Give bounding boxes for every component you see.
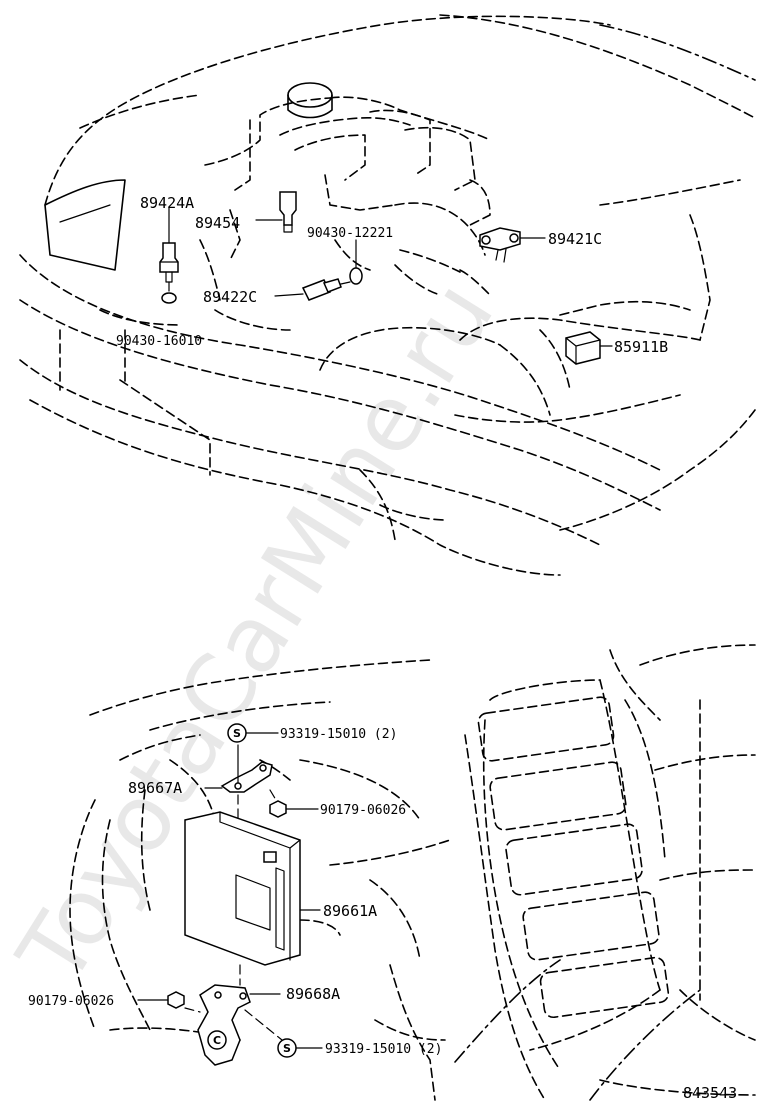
label-93319-15010-bottom: 93319-15010 (2) [325, 1042, 442, 1057]
label-90430-12221: 90430-12221 [307, 226, 393, 241]
c-symbol-letter: C [213, 1034, 221, 1047]
dashboard-vents-outline [454, 644, 756, 1101]
label-89454: 89454 [195, 214, 240, 232]
vent-slots [477, 696, 670, 1019]
s-symbol-top-icon [227, 723, 279, 743]
car-front-outline [19, 14, 756, 576]
label-89421C: 89421C [548, 230, 602, 248]
label-89667A: 89667A [128, 779, 182, 797]
label-90179-06026-left: 90179-06026 [28, 994, 114, 1009]
sensor-89421C-icon [479, 227, 546, 263]
label-90179-06026-right: 90179-06026 [320, 803, 406, 818]
label-93319-15010-top: 93319-15010 (2) [280, 727, 397, 742]
relay-85911B-icon [565, 331, 613, 365]
label-89668A: 89668A [286, 985, 340, 1003]
sensor-89424A-icon [159, 207, 179, 304]
label-89661A: 89661A [323, 902, 377, 920]
nut-90179-right-icon [269, 789, 319, 818]
s-symbol-bottom-icon [277, 1038, 323, 1058]
bracket-89667A-icon [204, 744, 273, 821]
s-symbol-bottom-letter: S [283, 1042, 291, 1055]
label-89424A: 89424A [140, 194, 194, 212]
washer-90430-12221-icon [349, 239, 363, 285]
ecu-89661A-icon [184, 811, 321, 966]
diagram-number: 843543 [683, 1084, 737, 1102]
label-85911B: 85911B [614, 338, 668, 356]
nut-90179-left-icon [137, 991, 185, 1009]
bracket-89668A-icon [184, 964, 283, 1066]
sensor-89422C-icon [274, 278, 351, 301]
sensor-89454-icon [255, 191, 297, 233]
label-90430-16010: 90430-16010 [116, 334, 202, 349]
label-89422C: 89422C [203, 288, 257, 306]
s-symbol-top-letter: S [233, 727, 241, 740]
